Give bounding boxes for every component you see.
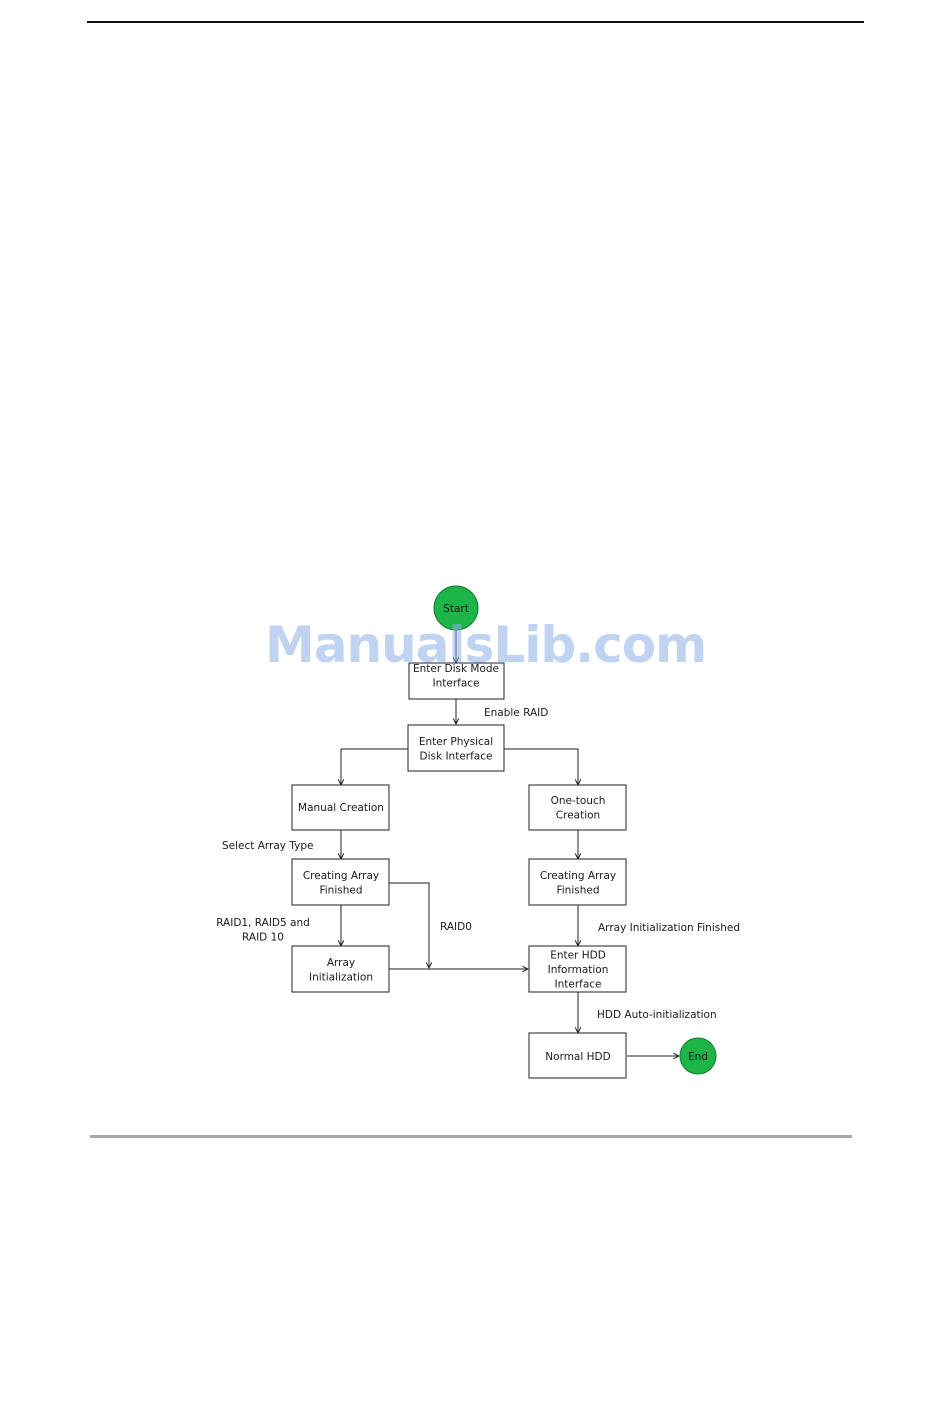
select-array-type-label: Select Array Type xyxy=(222,840,313,852)
text-line: Normal HDD xyxy=(545,1051,610,1063)
normal-hdd-node: Normal HDD xyxy=(528,1032,627,1079)
text-line: Creating Array xyxy=(303,870,379,882)
start-terminal: Start xyxy=(433,585,479,631)
start-label: Start xyxy=(443,603,469,615)
edge-physical-to-one-touch xyxy=(504,748,578,785)
text-line: Finished xyxy=(319,884,362,896)
text-line: Enter Disk Mode xyxy=(413,663,499,675)
text-line: Enter HDD xyxy=(550,950,606,962)
text-line: One-touch xyxy=(551,795,606,807)
enable-raid-label: Enable RAID xyxy=(484,707,548,719)
text-line: RAID 10 xyxy=(242,931,284,943)
text-line: Initialization xyxy=(309,971,373,983)
text-line: RAID1, RAID5 and xyxy=(216,917,310,929)
footer-rule xyxy=(90,1135,852,1138)
text-line: Finished xyxy=(556,884,599,896)
text-line: Information xyxy=(548,964,609,976)
end-terminal: End xyxy=(679,1037,717,1075)
edge-raid0 xyxy=(389,882,429,968)
manual-creation-label: Manual Creation xyxy=(298,802,384,814)
text-line: Enter Physical xyxy=(419,736,493,748)
edge-physical-to-manual xyxy=(341,748,408,785)
text-line: Interface xyxy=(432,677,479,689)
normal-hdd-label: Normal HDD xyxy=(545,1051,610,1063)
hdd-auto-init-label: HDD Auto-initialization xyxy=(597,1009,717,1021)
text-line: Interface xyxy=(554,979,601,991)
manual-creation-node: Manual Creation xyxy=(291,784,390,831)
text-line: Creating Array xyxy=(540,870,616,882)
header-rule xyxy=(87,21,864,23)
text-line: Manual Creation xyxy=(298,802,384,814)
array-init-finished-label: Array Initialization Finished xyxy=(598,922,740,934)
text-line: Creation xyxy=(556,809,600,821)
end-label: End xyxy=(688,1051,708,1063)
text-line: Array xyxy=(327,957,355,969)
raid0-label: RAID0 xyxy=(440,921,472,933)
text-line: Disk Interface xyxy=(420,750,493,762)
